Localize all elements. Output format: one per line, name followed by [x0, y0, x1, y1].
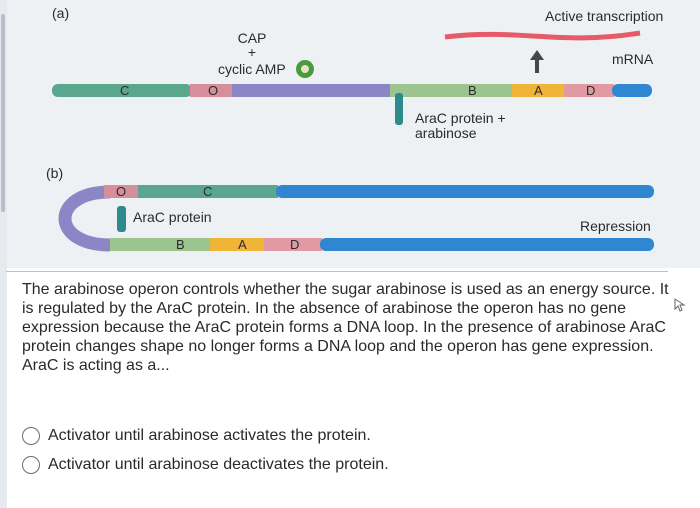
mrna-strand	[444, 30, 641, 41]
loop-b-label: B	[176, 237, 185, 252]
cap-label: CAP	[237, 30, 267, 46]
left-scrollbar[interactable]	[0, 0, 7, 508]
operon-figure: (a) CAP + cyclic AMP Active transcriptio…	[0, 0, 700, 268]
operon-diagram	[52, 30, 654, 252]
arabinose-label: arabinose	[415, 125, 477, 141]
dna-segment-o	[190, 84, 234, 97]
segment-b-label: B	[468, 83, 477, 98]
option-activator-deactivates[interactable]: Activator until arabinose deactivates th…	[22, 456, 389, 474]
dna-segment-b	[390, 84, 514, 97]
pointer-cursor-icon	[674, 298, 686, 312]
segment-o-label: O	[208, 83, 219, 98]
dna-segment-blue	[612, 84, 652, 97]
loop-segment-b	[110, 238, 212, 251]
loop-c-label: C	[203, 184, 213, 199]
segment-d-label: D	[586, 83, 596, 98]
segment-a-label: A	[534, 83, 543, 98]
radio-button[interactable]	[22, 456, 40, 474]
option-label: Activator until arabinose activates the …	[48, 427, 371, 444]
question-text: The arabinose operon controls whether th…	[22, 281, 669, 374]
mrna-label: mRNA	[612, 51, 654, 67]
dna-segment-c	[52, 84, 192, 97]
arac-loop-protein	[117, 206, 126, 232]
loop-segment-blue-top	[276, 185, 654, 198]
option-activator-activates[interactable]: Activator until arabinose activates the …	[22, 427, 371, 445]
option-label: Activator until arabinose deactivates th…	[48, 456, 389, 473]
dna-loop	[58, 185, 111, 252]
transcription-arrow-icon	[530, 50, 544, 60]
panel-a-label: (a)	[52, 5, 70, 21]
repression-label: Repression	[580, 218, 651, 234]
loop-segment-o	[104, 185, 140, 198]
segment-c-label: C	[120, 83, 130, 98]
active-transcription-label: Active transcription	[545, 8, 664, 24]
loop-segment-blue-bottom	[320, 238, 654, 251]
loop-segment-a	[210, 238, 266, 251]
dna-segment-a	[512, 84, 566, 97]
loop-d-label: D	[290, 237, 300, 252]
radio-button[interactable]	[22, 427, 40, 445]
panel-b-label: (b)	[46, 165, 64, 181]
cap-plus: +	[247, 44, 257, 60]
divider	[6, 271, 668, 272]
dna-segment-purple	[232, 84, 392, 97]
dna-segment-d	[564, 84, 614, 97]
left-scrollbar-thumb[interactable]	[1, 14, 5, 212]
arac-arabinose-label: AraC protein +	[415, 110, 506, 126]
arac-protein-label: AraC protein	[133, 209, 212, 225]
arac-bound-protein	[395, 93, 403, 125]
loop-segment-c	[138, 185, 278, 198]
loop-segment-d	[264, 238, 322, 251]
cyclic-amp-label: cyclic AMP	[218, 61, 286, 77]
loop-o-label: O	[116, 184, 127, 199]
loop-a-label: A	[238, 237, 247, 252]
